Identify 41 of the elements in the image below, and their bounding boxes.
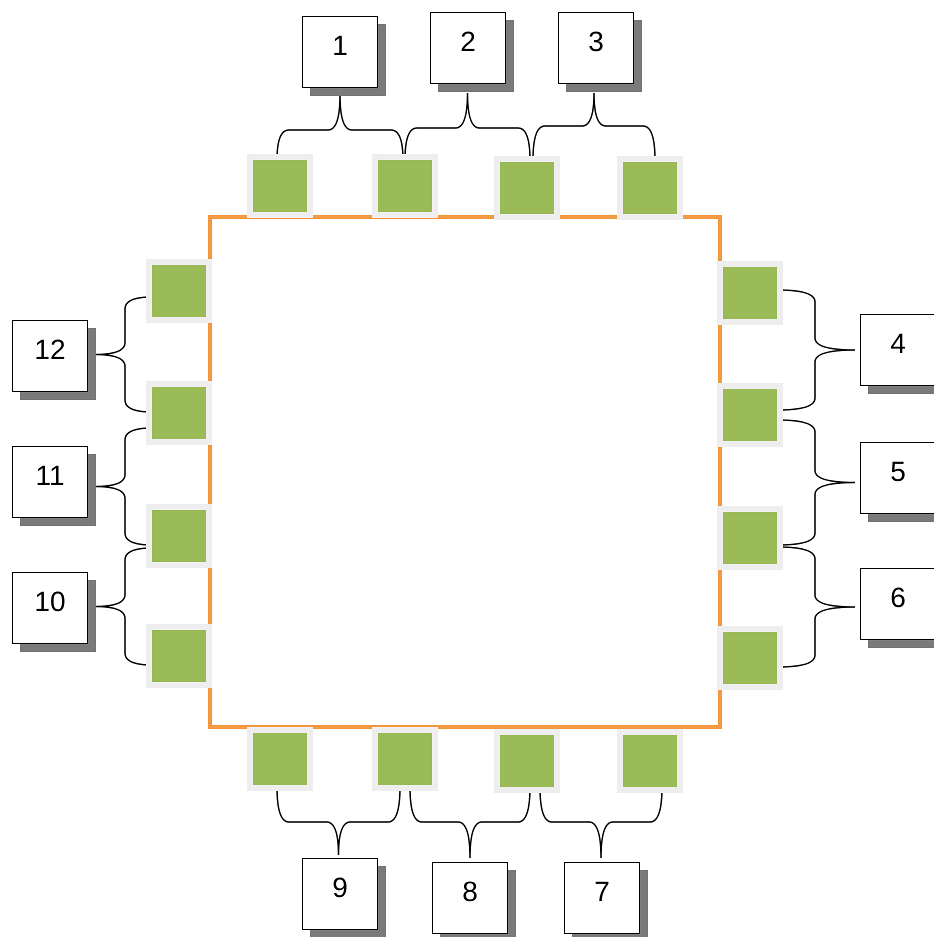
callout-box <box>860 314 934 394</box>
callout-box <box>302 858 386 937</box>
callout-box <box>432 862 516 937</box>
callout-box <box>430 12 514 92</box>
pin-pad <box>247 154 313 218</box>
callout-number: 3 <box>587 26 605 58</box>
pin-pad <box>717 383 783 447</box>
callout-number: 7 <box>593 876 611 908</box>
callout-number: 12 <box>33 334 67 366</box>
callout-box <box>564 862 648 937</box>
callout-number: 1 <box>331 30 349 62</box>
pin-pad <box>494 156 560 220</box>
callout-number: 8 <box>461 876 479 908</box>
callout-box <box>558 12 642 92</box>
pin-pad <box>146 504 212 568</box>
callout-box <box>12 446 96 526</box>
pin-pad <box>717 626 783 690</box>
callout-number: 6 <box>889 582 907 614</box>
pin-pad <box>494 729 560 793</box>
callout-box <box>12 320 96 400</box>
pin-pad <box>146 624 212 688</box>
pin-pad <box>247 727 313 791</box>
callout-number: 10 <box>33 586 67 618</box>
chip-outline <box>208 215 722 729</box>
callout-box <box>302 16 386 96</box>
pin-pad <box>617 729 683 793</box>
callout-number: 9 <box>331 872 349 904</box>
callout-number: 2 <box>459 26 477 58</box>
callout-number: 4 <box>889 328 907 360</box>
pin-pad <box>717 261 783 325</box>
pin-pad <box>617 156 683 220</box>
callout-box <box>860 442 934 522</box>
callout-box <box>860 568 934 648</box>
pin-pad <box>717 506 783 570</box>
pin-pad <box>146 381 212 445</box>
pin-pad <box>372 154 438 218</box>
callout-box <box>12 572 96 652</box>
callout-number: 5 <box>889 456 907 488</box>
pin-pad <box>146 259 212 323</box>
pin-pad <box>372 727 438 791</box>
callout-number: 11 <box>34 460 66 492</box>
